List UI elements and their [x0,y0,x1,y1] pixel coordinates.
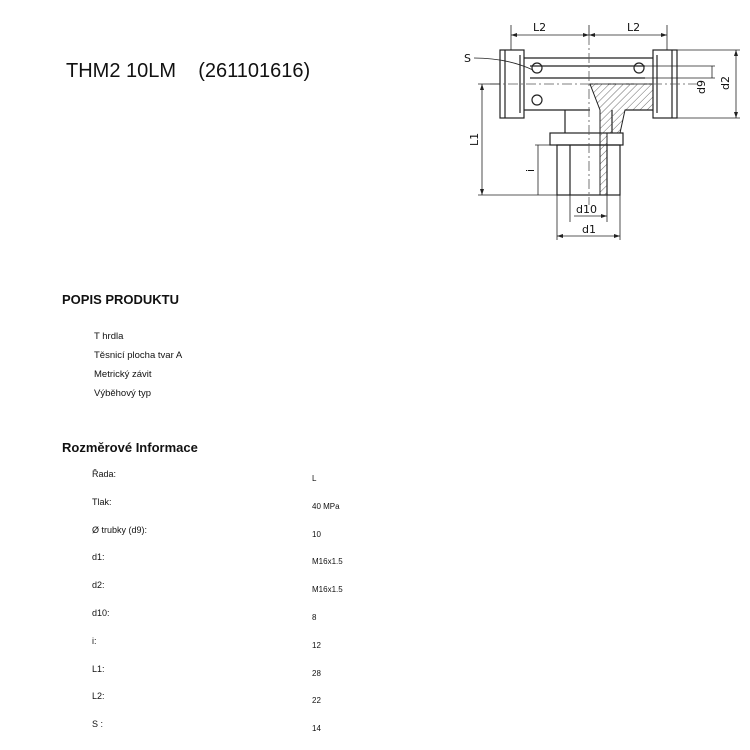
spec-row: i: 12 [0,636,750,663]
dim-l1: L1 [468,133,481,146]
spec-value: 8 [312,613,317,622]
spec-row: Tlak: 40 MPa [0,497,750,524]
spec-label: d1: [92,552,105,563]
spec-value: 40 MPa [312,501,340,511]
description-item: Výběhový typ [94,388,152,399]
spec-value: 22 [312,696,321,706]
dim-d10: d10 [576,203,597,216]
spec-row: d1: M16x1.5 [0,552,750,579]
spec-label: Tlak: [92,496,112,507]
spec-row: d10: 8 [0,608,750,635]
spec-value: 12 [312,640,321,650]
dim-l2-right: L2 [627,21,640,34]
spec-row: d2: M16x1.5 [0,580,750,607]
dim-l2-left: L2 [533,21,546,34]
product-number: (261101616) [198,60,311,82]
product-code: THM2 10LM [66,60,177,82]
dim-d2: d2 [719,76,732,90]
spec-value: M16x1.5 [312,585,343,595]
spec-value: 10 [312,529,321,539]
t-fitting-drawing-icon: L2 L2 S d9 d2 L1 i d10 d1 [464,21,740,240]
spec-label: d10: [92,608,110,618]
spec-label: Řada: [92,469,117,479]
spec-label: i: [92,635,97,646]
dim-d1: d1 [582,223,596,236]
spec-row: Ø trubky (d9): 10 [0,525,750,552]
spec-value: L [312,474,317,483]
dim-i: i [524,169,537,172]
spec-row: L2: 22 [0,691,750,718]
spec-value: M16x1.5 [312,557,343,567]
product-title: THM2 10LM (261101616) [66,60,310,83]
spec-label: d2: [92,580,105,591]
spec-label: L1: [92,663,105,674]
spec-value: 14 [312,724,321,734]
spec-row: L1: 28 [0,664,750,691]
description-heading: POPIS PRODUKTU [62,292,180,307]
description-item: T hrdla [94,331,124,342]
spec-row: S : 14 [0,719,750,746]
spec-label: S : [92,719,104,730]
dim-d9: d9 [695,80,708,94]
spec-value: 28 [312,668,321,678]
dimensions-heading: Rozměrové Informace [62,440,198,455]
spec-label: Ø trubky (d9): [92,524,148,535]
description-item: Metrický závit [94,369,152,380]
dim-s: S [464,52,471,65]
spec-row: Řada: L [0,469,750,496]
description-item: Těsnicí plocha tvar A [94,350,183,361]
spec-label: L2: [92,691,105,702]
